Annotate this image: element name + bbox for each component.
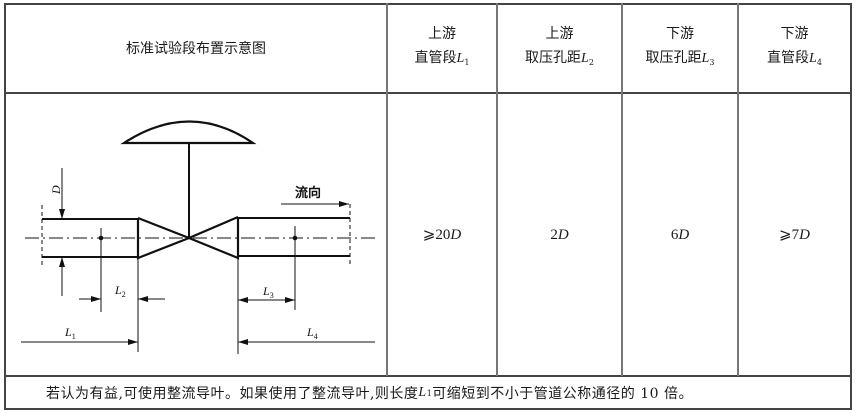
diagram-title: 标准试验段布置示意图: [126, 40, 266, 57]
header-l3-line1: 下游: [666, 26, 694, 42]
header-l1: 上游 直管段L1: [388, 5, 496, 92]
col-divider-1: [386, 3, 388, 376]
header-l3: 下游 取压孔距L3: [623, 5, 737, 92]
valve-outlet-cone: [186, 215, 240, 260]
header-l1-line1: 上游: [428, 26, 456, 42]
header-l4-line1: 下游: [780, 26, 809, 42]
label-l4: L4: [306, 325, 318, 341]
diagram-column-header: 标准试验段布置示意图: [6, 5, 386, 92]
header-l2-line2: 取压孔距L2: [525, 50, 594, 67]
actuator-dome-icon: [120, 120, 257, 145]
col-divider-2: [496, 3, 498, 376]
col-divider-4: [737, 3, 739, 376]
label-l3: L3: [262, 284, 274, 300]
flow-direction-label: 流向: [295, 185, 321, 201]
header-l2-line1: 上游: [545, 26, 574, 42]
valve-inlet-cone: [136, 216, 193, 260]
header-l4-line2: 直管段L4: [767, 50, 822, 67]
header-l1-line2: 直管段L1: [414, 50, 470, 67]
label-d: D: [49, 185, 63, 195]
standard-test-section-table: [4, 3, 852, 410]
header-l2: 上游 取压孔距L2: [498, 5, 621, 92]
value-l4: ⩾7 D: [779, 226, 810, 243]
label-l2: L2: [114, 283, 126, 299]
value-l2: 2 D: [550, 226, 569, 243]
value-l1: ⩾20 D: [422, 226, 462, 243]
header-divider: [4, 92, 852, 94]
label-l1: L1: [64, 325, 76, 341]
col-divider-3: [621, 3, 623, 376]
value-l3: 6 D: [670, 226, 690, 243]
note-divider: [4, 375, 852, 377]
header-l3-line2: 取压孔距L3: [645, 50, 715, 67]
header-l4: 下游 直管段L4: [739, 5, 850, 92]
